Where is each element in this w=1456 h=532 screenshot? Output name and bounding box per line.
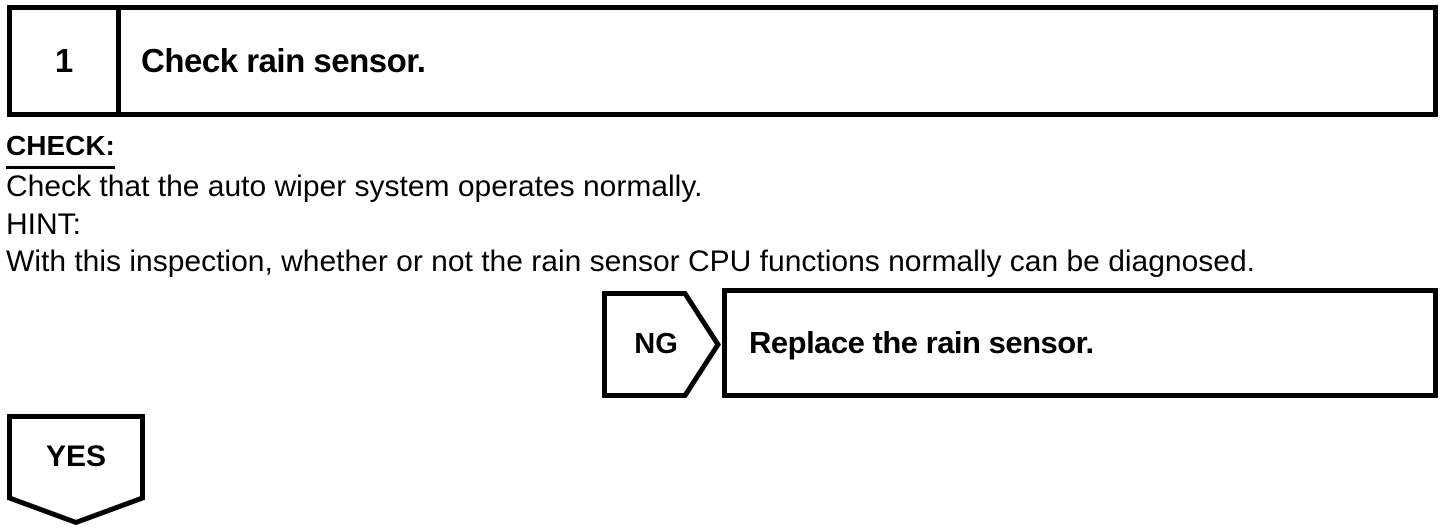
hint-instruction-text: With this inspection, whether or not the… xyxy=(6,245,1255,278)
step-number: 1 xyxy=(12,10,121,112)
ng-action-box: Replace the rain sensor. xyxy=(722,288,1438,398)
ng-action-text: Replace the rain sensor. xyxy=(749,325,1094,360)
yes-connector: YES xyxy=(7,414,145,526)
step-header-box: 1 Check rain sensor. xyxy=(7,5,1438,117)
check-heading-label: CHECK: xyxy=(6,128,115,169)
check-heading: CHECK: xyxy=(6,128,115,169)
yes-label: YES xyxy=(45,440,107,473)
ng-connector: NG xyxy=(602,291,721,398)
hint-heading: HINT: xyxy=(6,208,81,241)
step-title: Check rain sensor. xyxy=(141,42,426,79)
ng-arrow-shape xyxy=(602,291,721,398)
ng-label: NG xyxy=(634,328,678,360)
check-instruction-text: Check that the auto wiper system operate… xyxy=(6,170,703,203)
yes-arrow-shape xyxy=(7,414,145,526)
